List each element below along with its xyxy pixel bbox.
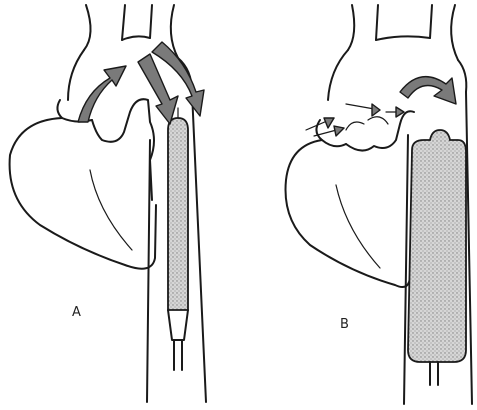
heart-b [286,111,415,287]
heart-a [10,99,156,269]
panel-label-b: B [340,317,349,332]
coronary-arrow-head-2 [324,118,334,128]
panel-label-a: A [72,305,81,320]
coronary-arrow-head-3 [334,126,344,136]
panel-a: A [10,5,206,402]
balloon-catheter-b [408,130,466,385]
flow-arrow-arch [400,77,456,104]
flow-arrows-a [78,42,204,124]
coronary-arrow-head-1 [372,104,380,116]
panel-b: B [286,5,473,404]
flow-arrows-b [306,77,456,136]
flow-arrow-left [78,66,126,122]
balloon-catheter-a [168,108,188,370]
